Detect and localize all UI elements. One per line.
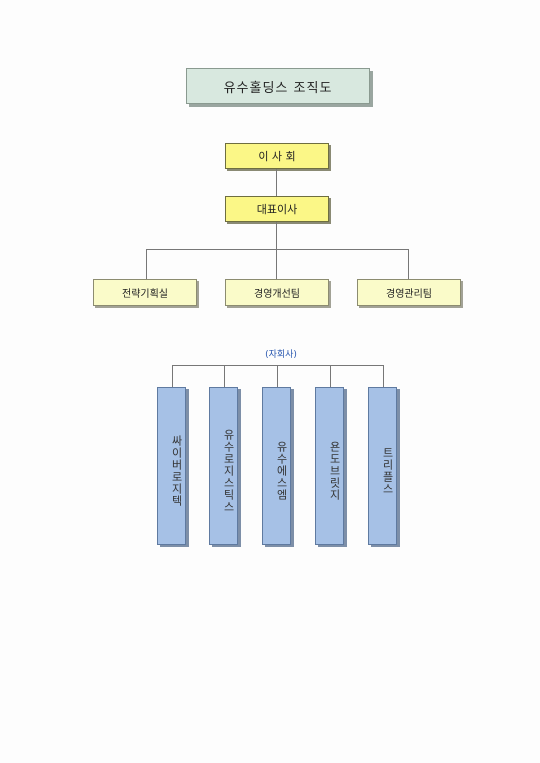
- connector-line: [224, 365, 225, 387]
- department-strategy-planning: 전략기획실: [93, 279, 197, 306]
- org-chart-title: 유수홀딩스 조직도: [186, 68, 370, 104]
- connector-line: [277, 365, 278, 387]
- subsidiary-eusu-logistics: 유수로지스틱스: [209, 387, 238, 545]
- subsidiary-cyberlogitec: 싸이버로지텍: [157, 387, 186, 545]
- connector-line: [276, 222, 277, 249]
- ceo-box: 대표이사: [225, 196, 329, 222]
- department-branch-line: [146, 249, 409, 250]
- department-management-administration: 경영관리팀: [357, 279, 461, 306]
- board-box: 이 사 회: [225, 143, 329, 169]
- connector-line: [172, 365, 173, 387]
- connector-line: [330, 365, 331, 387]
- connector-line: [276, 169, 277, 196]
- subsidiary-eusu-sm: 유수에스엠: [262, 387, 291, 545]
- connector-line: [146, 249, 147, 279]
- subsidiary-branch-line: [172, 365, 384, 366]
- subsidiary-yondo-bridge: 욘도브릿지: [315, 387, 344, 545]
- department-management-improvement: 경영개선팀: [225, 279, 329, 306]
- connector-line: [408, 249, 409, 279]
- connector-line: [276, 249, 277, 279]
- subsidiary-triples: 트리플스: [368, 387, 397, 545]
- subsidiaries-label: (자회사): [265, 350, 297, 360]
- connector-line: [383, 365, 384, 387]
